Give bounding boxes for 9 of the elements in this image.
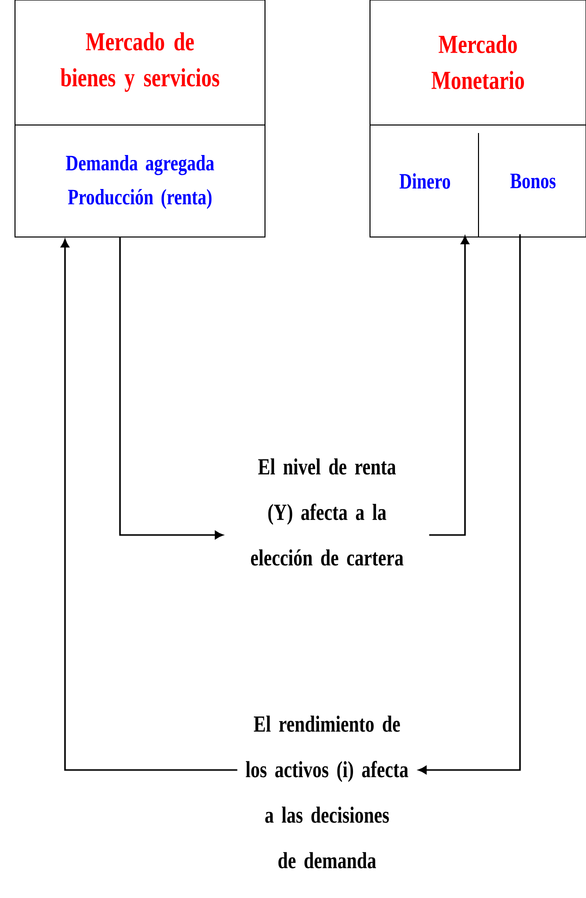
asset-label: Dinero [400,173,450,189]
arrow [60,239,238,771]
arrow [119,238,224,540]
asset-label: Bonos [510,174,556,188]
arrow [418,234,521,774]
effect-text: El rendimiento de los activos (i) afecta a las decisiones de demanda [246,716,408,868]
market-box: Mercado de bienes y servicios Demanda agregada Producción (renta) [14,0,266,238]
arrow [429,236,470,536]
effect-text: El nivel de renta (Y) afecta a la elección de cartera [251,458,404,566]
